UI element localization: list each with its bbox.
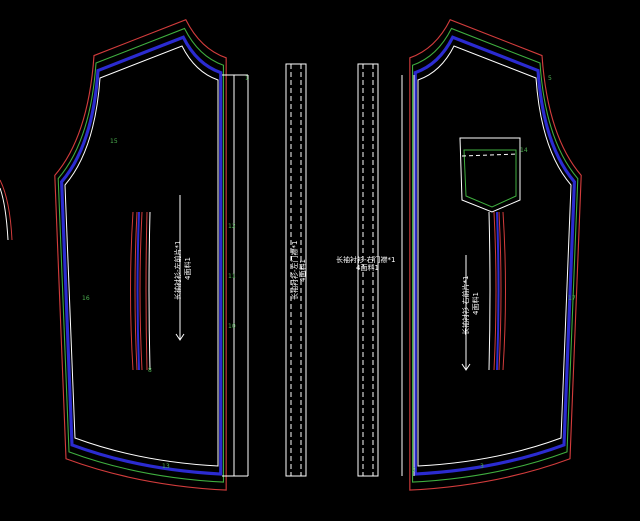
marker-label: 2 <box>412 467 416 474</box>
right-placket-material: 4面料1 <box>356 263 379 272</box>
marker-label: 1 <box>245 75 249 82</box>
marker-label: 14 <box>520 147 528 154</box>
right-placket-label: 长袖衬衫-右门襟*1 <box>336 255 395 264</box>
marker-label: 8 <box>148 367 152 374</box>
marker-label: 10 <box>228 323 236 330</box>
left-placket-label: 长袖衬衫-左门襟*1 <box>290 241 299 300</box>
marker-label: 17 <box>568 295 576 302</box>
left-front-label: 长袖衬衫-左前片*1 <box>173 241 182 300</box>
left-placket-piece[interactable]: 长袖衬衫-左门襟*1 4面料1 <box>285 63 307 477</box>
right-placket-piece[interactable]: 长袖衬衫-右门襟*1 4面料1 <box>336 63 395 477</box>
left-front-material: 4面料1 <box>183 257 192 280</box>
marker-label: 15 <box>110 138 118 145</box>
left-placket-material: 4面料1 <box>298 259 307 282</box>
marker-label: 11 <box>228 273 236 280</box>
sleeve-piece-edge <box>0 179 13 241</box>
right-front-label: 长袖衬衫-右前片*1 <box>461 276 470 335</box>
marker-label: 16 <box>82 295 90 302</box>
marker-label: 13 <box>162 463 170 470</box>
right-front-material: 4面料1 <box>471 292 480 315</box>
left-front-piece[interactable]: 长袖衬衫-左前片*1 4面料1 15 16 1 12 11 10 8 13 <box>54 19 249 491</box>
right-front-piece[interactable]: 长袖衬衫-右前片*1 4面料1 14 17 3 2 5 <box>401 19 582 491</box>
marker-label: 3 <box>480 463 484 470</box>
marker-label: 12 <box>228 223 236 230</box>
chest-pocket <box>459 137 521 213</box>
marker-label: 5 <box>548 75 552 82</box>
